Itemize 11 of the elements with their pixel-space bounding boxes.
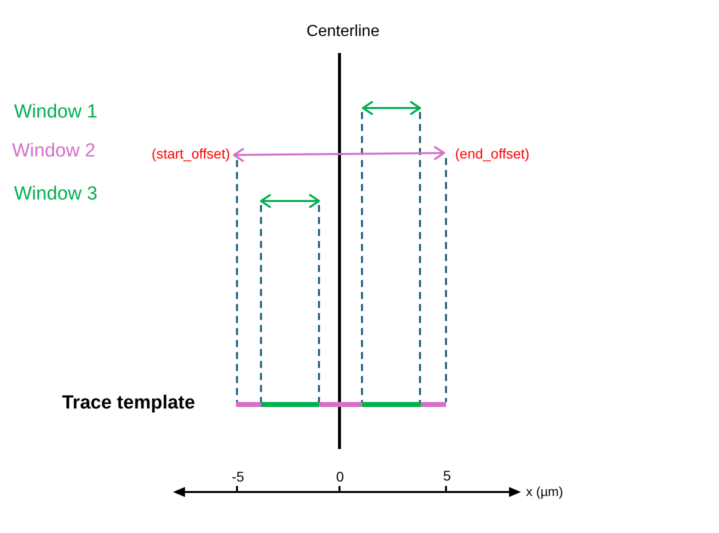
window-label: Window 1 [14,102,98,124]
tick-label: 5 [443,468,451,484]
window-label: Window 3 [14,184,98,206]
window-label: Window 2 [12,142,96,162]
offset-label: (end_offset) [455,146,530,162]
trace-template-label: Trace template [62,394,196,414]
tick-label: -5 [232,469,244,485]
axis-label: x (µm) [526,484,564,500]
offset-label: (start_offset) [152,146,230,162]
tick-label: 0 [336,469,344,485]
centerline-label: Centerline [306,23,380,41]
